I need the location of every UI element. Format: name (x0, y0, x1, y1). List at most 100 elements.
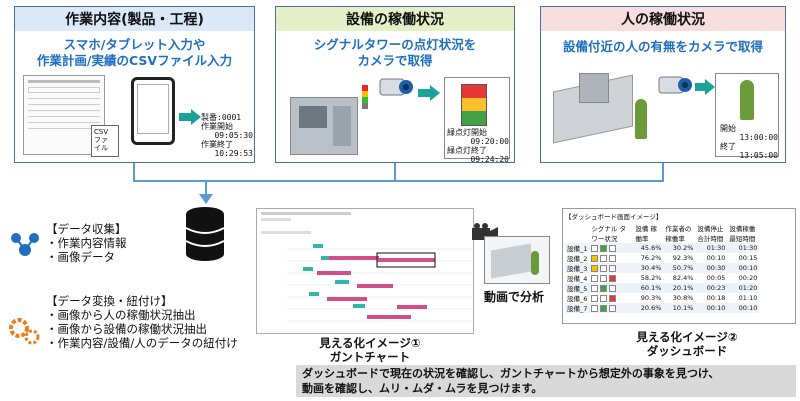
lamp-chip (591, 274, 599, 282)
gears-icon (9, 318, 40, 345)
readout-line: 09:24:20 (470, 155, 509, 164)
lamp-chip (609, 264, 617, 272)
dashboard-cell: 30.8% (672, 294, 694, 302)
readout-line: 09:05:30 (214, 131, 253, 140)
lamp-chip (600, 304, 608, 312)
dashboard-cell: 01:10 (738, 294, 758, 302)
dashboard-cell: 30.2% (663, 243, 696, 253)
dashboard-cell: 設備_7 (565, 303, 590, 313)
lamp-chip (591, 254, 599, 262)
lamp-chip (591, 284, 599, 292)
dashboard-caption: 見える化イメージ② ダッシュボード (612, 330, 762, 358)
human-display: 開始 13:00:00 終了 13:05:00 (715, 73, 779, 160)
signal-lamps (589, 243, 634, 253)
dashboard-cell: 58.2% (640, 274, 662, 282)
machine-illustration (290, 97, 358, 155)
worker-figure (740, 80, 754, 120)
convert-item: ・作業内容/設備/人のデータの紐付け (46, 336, 238, 350)
work-readout: 製番:0001 作業開始 09:05:30 作業終了 10:29:53 (201, 113, 253, 158)
arrow-right-icon (695, 79, 715, 95)
lamp-chip (600, 274, 608, 282)
lamp-chip (591, 304, 599, 312)
readout-line: 終了 (720, 142, 736, 151)
lamp-chip (600, 284, 608, 292)
signal-lamps (589, 273, 633, 283)
database-icon (185, 207, 225, 261)
factory-illustration (549, 73, 659, 153)
panel-human-status-title: 人の稼働状況 (541, 7, 785, 31)
dashboard-cell: 00:10 (727, 263, 760, 273)
panel-equipment-status: 設備の稼働状況 シグナルタワーの点灯状況を カメラで取得 緑点灯開始 09:20… (275, 6, 515, 164)
convert-item: ・画像から人の稼働状況抽出 (46, 308, 196, 322)
dashboard-header (565, 223, 589, 243)
dashboard-cell: 設備_1 (565, 243, 590, 253)
collect-item: ・作業内容情報 (46, 236, 127, 250)
arrow-down-icon (199, 194, 213, 204)
panel-work-content-subtitle-1: スマホ/タブレット入力や (63, 37, 206, 52)
dashboard-header: 作業者の 稼働率 (665, 225, 692, 243)
dashboard-cell: 50.7% (663, 263, 696, 273)
dashboard-title: 【ダッシュボード画面イメージ】 (565, 213, 663, 221)
csv-label: CSV (94, 128, 109, 136)
panel-work-content-subtitle-2: 作業計画/実績のCSVファイル入力 (36, 53, 233, 68)
lamp-chip (591, 244, 599, 252)
dashboard-image: 【ダッシュボード画面イメージ】 シグナル タワー状況 設備 稼働率 作業者の 稼… (562, 208, 796, 324)
lamp-chip (591, 264, 599, 272)
readout-line: 緑点灯開始 (447, 128, 487, 137)
bottom-note-line2: 動画を確認し、ムリ・ムダ・ムラを見つけます。 (302, 382, 543, 395)
connector-middle (394, 163, 396, 181)
camera-icon (379, 78, 413, 96)
dashboard-cell: 00:10 (695, 303, 728, 313)
dashboard-cell: 00:15 (738, 254, 758, 262)
dashboard-header: シグナル タワー状況 (591, 225, 626, 243)
dashboard-cell: 00:20 (738, 274, 758, 282)
signal-lamps (589, 263, 634, 273)
dashboard-cell: 00:30 (695, 263, 728, 273)
lamp-chip (600, 264, 608, 272)
dashboard-cell: 01:30 (727, 243, 760, 253)
dashboard-header: 設備停止 合計時間 (697, 225, 724, 243)
dashboard-cell: 00:10 (727, 303, 760, 313)
lamp-chip (609, 284, 617, 292)
dashboard-cell: 76.2% (640, 254, 662, 262)
panel-work-content-title: 作業内容(製品・工程) (15, 7, 254, 31)
readout-line: 10:29:53 (214, 149, 253, 158)
lamp-chip (609, 274, 617, 282)
dashboard-cell: 92.3% (672, 254, 694, 262)
dashboard-cell: 20.6% (633, 303, 664, 313)
dashboard-cell: 20.1% (663, 283, 696, 293)
signal-readout: 緑点灯開始 09:20:00 緑点灯終了 09:24:20 (447, 128, 509, 164)
signal-tower-icon (362, 85, 368, 109)
connector-horizontal (133, 180, 664, 182)
panel-human-status: 人の稼働状況 設備付近の人の有無をカメラで取得 開始 13:00:00 終了 1… (540, 6, 786, 163)
dashboard-cell: 90.3% (640, 294, 662, 302)
connector-right (662, 163, 664, 181)
tablet-icon (131, 77, 175, 145)
panel-human-subtitle-1: 設備付近の人の有無をカメラで取得 (562, 39, 763, 54)
arrow-right-icon (179, 109, 201, 125)
dashboard-cell: 01:20 (727, 283, 760, 293)
dashboard-cell: 60.1% (633, 283, 664, 293)
video-analysis-label: 動画で分析 (484, 290, 545, 304)
video-frame (484, 236, 550, 284)
connector-down (205, 180, 207, 196)
signal-lamps (589, 253, 633, 263)
csv-label-line2: ファ (94, 136, 108, 144)
readout-line: 緑点灯終了 (447, 146, 487, 155)
human-readout: 開始 13:00:00 終了 13:05:00 (720, 124, 778, 160)
panel-work-content: 作業内容(製品・工程) スマホ/タブレット入力や 作業計画/実績のCSVファイル… (14, 6, 255, 163)
dashboard-cell: 01:30 (695, 243, 728, 253)
panel-equipment-subtitle-2: カメラで取得 (357, 53, 433, 68)
readout-line: 13:00:00 (739, 133, 778, 142)
readout-line: 開始 (720, 124, 736, 133)
dashboard-cell: 00:18 (706, 294, 726, 302)
dashboard-cell: 45.6% (633, 243, 664, 253)
readout-line: 13:05:00 (739, 151, 778, 160)
dashboard-cell: 設備_5 (565, 283, 590, 293)
lamp-chip (600, 254, 608, 262)
